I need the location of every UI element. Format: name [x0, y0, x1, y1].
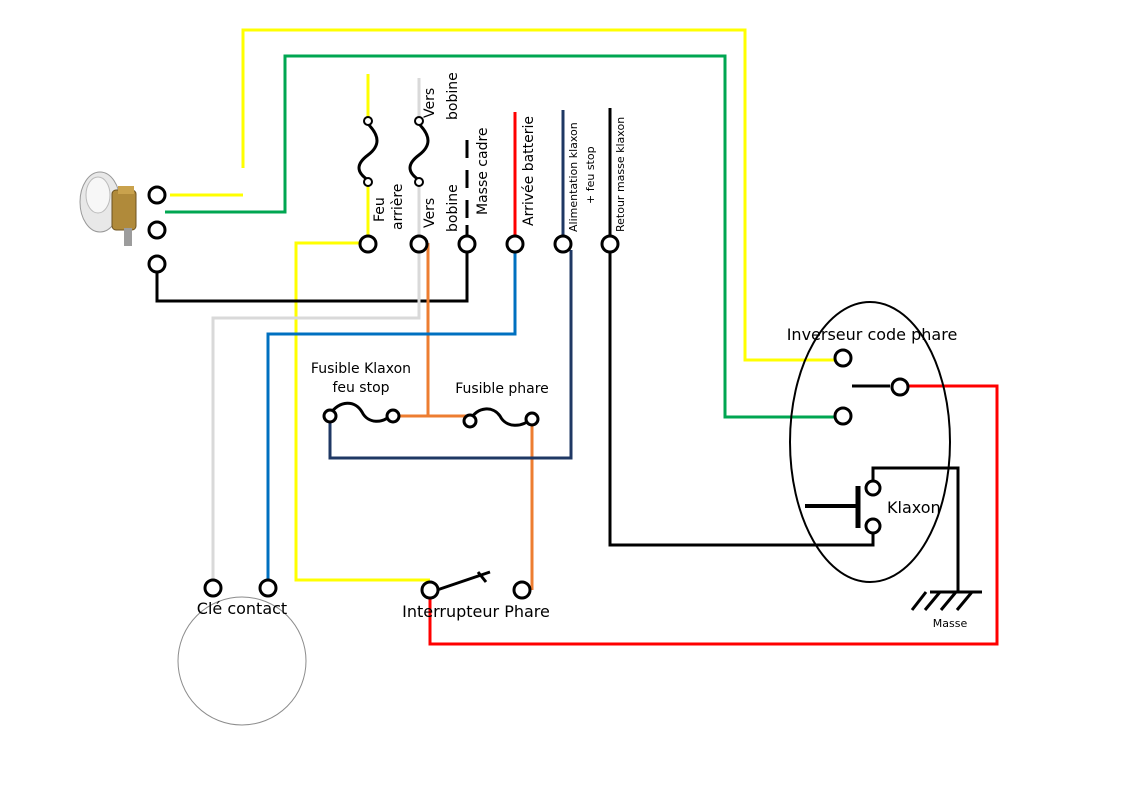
terminal-inverseur-1 — [833, 348, 853, 368]
terminal-fuse-phare-left — [462, 413, 478, 429]
label-fusible-feu-stop: feu stop — [332, 380, 389, 396]
terminal-retour-masse — [600, 234, 620, 254]
label-feu-stop: + feu stop — [584, 146, 597, 204]
label-bobine-bottom: bobine — [445, 184, 461, 232]
terminal-headlight-1 — [147, 185, 167, 205]
darkblue-wire-fuse — [328, 250, 573, 460]
yellow-wire-interrupteur — [294, 241, 430, 582]
terminal-klaxon-top — [864, 479, 882, 497]
label-retour-masse-klaxon: Retour masse klaxon — [614, 117, 627, 232]
terminal-inverseur-2 — [890, 377, 910, 397]
label-alimentation-klaxon: Alimentation klaxon — [567, 122, 580, 232]
terminal-cle-right — [258, 578, 278, 598]
headlight-bulb-icon — [79, 171, 137, 246]
terminal-interrupteur-right — [512, 580, 532, 600]
blue-wire-cle — [266, 252, 517, 580]
terminal-cle-left — [203, 578, 223, 598]
terminal-vers-bobine — [409, 234, 429, 254]
label-inverseur: Inverseur code phare — [787, 325, 958, 344]
terminal-feu-arriere — [358, 234, 378, 254]
terminal-arrivee-batterie — [505, 234, 525, 254]
terminal-alimentation-klaxon — [553, 234, 573, 254]
label-vers-top: Vers — [422, 88, 438, 118]
klaxon-wire-top — [871, 466, 960, 592]
terminal-klaxon-bottom — [864, 517, 882, 535]
terminal-headlight-3 — [147, 254, 167, 274]
label-masse: Masse — [933, 617, 968, 630]
fuse-phare — [468, 407, 534, 427]
label-interrupteur-phare: Interrupteur Phare — [402, 602, 550, 621]
cle-contact-body — [177, 596, 307, 726]
label-fusible-klaxon: Fusible Klaxon — [311, 361, 411, 377]
terminal-fuse-klaxon-left — [322, 408, 338, 424]
terminal-fuse-klaxon-right — [385, 408, 401, 424]
terminal-inverseur-3 — [833, 406, 853, 426]
terminal-masse-cadre — [457, 234, 477, 254]
switch-tick — [476, 571, 488, 583]
inverseur-body — [789, 301, 951, 583]
terminal-headlight-2 — [147, 220, 167, 240]
fuse-terminal — [414, 177, 424, 187]
label-fusible-phare: Fusible phare — [455, 381, 549, 397]
terminal-fuse-phare-right — [524, 411, 540, 427]
fuse-terminal — [363, 177, 373, 187]
fuse-klaxon — [328, 401, 394, 423]
black-wire-masse — [155, 252, 469, 303]
orange-wire-bobine — [392, 243, 430, 418]
fuse-terminal — [363, 116, 373, 126]
label-cle-contact: Clé contact — [197, 599, 287, 618]
label-arrivee-batterie: Arrivée batterie — [521, 116, 537, 226]
black-wire-retour — [608, 252, 875, 547]
label-klaxon: Klaxon — [887, 498, 941, 517]
label-vers-bottom: Vers — [422, 198, 438, 228]
green-wire — [165, 54, 840, 419]
label-feu: Feu — [372, 197, 388, 222]
label-arriere: arrière — [390, 184, 406, 230]
ground-icon — [910, 590, 982, 611]
fuse-vers-bobine — [408, 122, 430, 182]
red-wire-interrupteur — [428, 384, 999, 646]
yellow-wire-inverseur — [241, 28, 840, 362]
label-masse-cadre: Masse cadre — [475, 127, 491, 215]
fuse-feu-arriere — [357, 122, 379, 182]
fuse-terminal — [414, 116, 424, 126]
terminal-interrupteur-left — [420, 580, 440, 600]
white-wire-cle — [211, 252, 421, 580]
label-bobine-top: bobine — [445, 72, 461, 120]
